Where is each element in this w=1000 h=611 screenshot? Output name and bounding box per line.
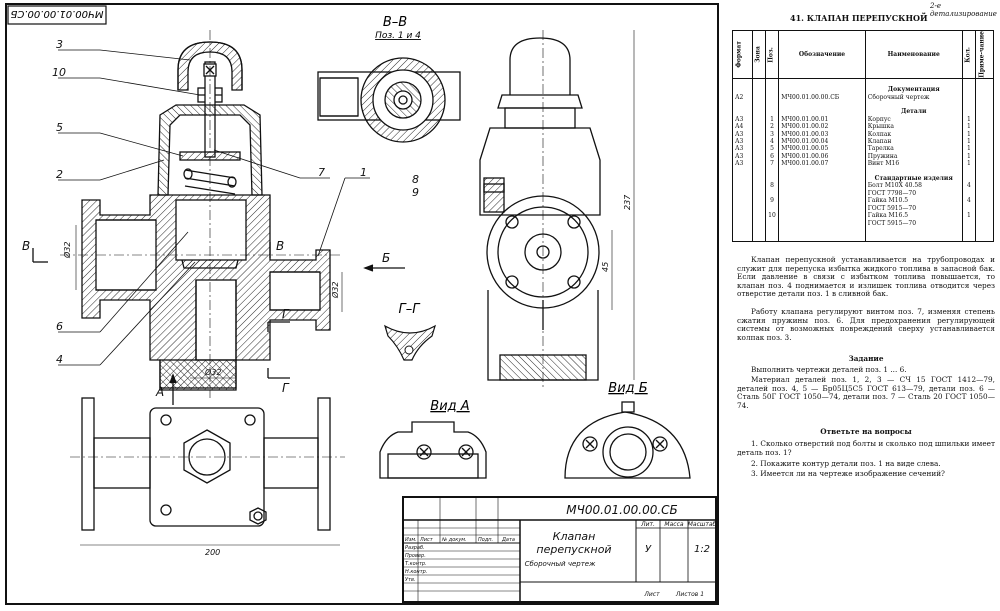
tb-row-utv: Утв. bbox=[405, 577, 416, 583]
tb-sheet: Лист bbox=[643, 591, 660, 598]
right-title: 41. КЛАПАН ПЕРЕПУСКНОЙ bbox=[790, 13, 928, 23]
section-arrows bbox=[32, 242, 405, 405]
callout-5: 5 bbox=[56, 121, 63, 134]
tb-sheets: Листов 1 bbox=[675, 591, 704, 598]
view-a-title: Вид А bbox=[430, 399, 469, 414]
tb-lit-value: У bbox=[645, 544, 652, 555]
callout-10: 10 bbox=[52, 66, 66, 79]
tb-name-line2: перепускной bbox=[536, 543, 611, 556]
section-bb-sub: Поз. 1 и 4 bbox=[375, 31, 421, 41]
arrow-a: А bbox=[155, 385, 164, 399]
spec-table: Формат Зона Поз. Обозначение Наименовани… bbox=[732, 30, 994, 243]
callout-labels: 3 10 5 2 6 4 7 1 8 9 bbox=[52, 38, 419, 366]
callouts bbox=[58, 49, 370, 366]
dimension-lines bbox=[75, 30, 635, 546]
description-p1: Клапан перепускной устанавливается на тр… bbox=[737, 255, 995, 299]
description-p2: Работу клапана регулируют винтом поз. 7,… bbox=[737, 307, 995, 342]
callout-2: 2 bbox=[56, 168, 63, 181]
tb-row-tkontr: Т.контр. bbox=[405, 561, 427, 567]
arrow-b: Б bbox=[382, 251, 390, 265]
assembly-drawing: МЧ00.01.00.00.СБ bbox=[5, 3, 719, 605]
col-zone: Зона bbox=[752, 30, 766, 79]
spec-zone-cell bbox=[751, 77, 766, 243]
right-header: 2-е детализирование bbox=[930, 2, 997, 18]
drawing-frame bbox=[5, 3, 719, 605]
spec-name-cell: Документация Сборочный чертеж Детали Кор… bbox=[864, 77, 963, 243]
callout-7: 7 bbox=[318, 166, 325, 179]
task-line1: Выполнить чертежи деталей поз. 1 ... 6. bbox=[751, 365, 907, 374]
task-line2: Материал деталей поз. 1, 2, 3 — СЧ 15 ГО… bbox=[737, 375, 995, 410]
dim-d1: Ø32 bbox=[62, 242, 72, 259]
dim-overall-h: 237 bbox=[623, 194, 632, 210]
section-gg-title: Г–Г bbox=[399, 302, 422, 317]
arrow-v-left: В bbox=[22, 239, 30, 253]
tb-row-podp: Подп. bbox=[478, 537, 493, 543]
callout-8: 8 bbox=[412, 173, 419, 186]
section-gg bbox=[383, 324, 437, 361]
dim-d2: Ø32 bbox=[330, 282, 340, 299]
question-1: 1. Сколько отверстий под болты и сколько… bbox=[737, 439, 995, 457]
tb-name-sub: Сборочный чертеж bbox=[525, 560, 596, 568]
tb-row-izm: Изм. bbox=[405, 537, 417, 543]
view-a bbox=[379, 421, 487, 479]
question-3: 3. Имеется ли на чертеже изображение сеч… bbox=[751, 469, 945, 478]
tb-scale-value: 1:2 bbox=[694, 544, 710, 555]
dim-d4: 45 bbox=[601, 262, 610, 272]
col-note: Приме-чание bbox=[975, 30, 994, 79]
tb-col-lit: Лит. bbox=[640, 521, 655, 528]
tb-col-scale: Масштаб bbox=[688, 521, 717, 528]
main-section-view bbox=[81, 41, 331, 391]
question-2: 2. Покажите контур детали поз. 1 на виде… bbox=[751, 459, 941, 468]
col-name: Наименование bbox=[864, 30, 963, 79]
task-title: Задание bbox=[848, 354, 884, 363]
arrow-v-right: В bbox=[276, 239, 284, 253]
rotated-code-text: МЧ00.01.00.00.СБ bbox=[10, 8, 103, 19]
tb-row-list: Лист bbox=[419, 537, 434, 543]
tb-designation: МЧ00.01.00.00.СБ bbox=[566, 503, 678, 517]
col-qty: Кол. bbox=[962, 30, 976, 79]
dim-overall-l: 200 bbox=[205, 548, 220, 557]
tb-name-line1: Клапан bbox=[553, 530, 596, 543]
tb-col-mass: Масса bbox=[664, 521, 683, 528]
view-b bbox=[564, 401, 691, 479]
view-b-title: Вид Б bbox=[608, 381, 647, 396]
title-block bbox=[402, 496, 717, 603]
spec-note-cell bbox=[975, 77, 994, 243]
arrow-g-top: Г bbox=[282, 307, 290, 321]
col-format: Формат bbox=[732, 30, 753, 79]
arrow-g-bottom: Г bbox=[282, 381, 290, 395]
plan-view bbox=[81, 397, 331, 531]
callout-6: 6 bbox=[56, 320, 63, 333]
col-pos: Поз. bbox=[765, 30, 779, 79]
callout-9: 9 bbox=[412, 186, 419, 199]
callout-4: 4 bbox=[56, 353, 63, 366]
section-bb-title: В–В bbox=[383, 15, 407, 30]
rotated-code-box: МЧ00.01.00.00.СБ bbox=[7, 5, 107, 25]
tb-row-prover: Провер. bbox=[405, 553, 426, 559]
callout-3: 3 bbox=[56, 38, 63, 51]
tb-row-data: Дата bbox=[501, 537, 515, 543]
tb-row-razrab: Разраб. bbox=[405, 545, 425, 551]
dim-d3: Ø32 bbox=[204, 367, 221, 377]
callout-1: 1 bbox=[360, 166, 367, 179]
section-bb bbox=[317, 57, 461, 143]
questions-title: Ответьте на вопросы bbox=[820, 427, 912, 436]
col-code: Обозначение bbox=[778, 30, 866, 79]
tb-row-nkontr: Н.контр. bbox=[405, 569, 427, 575]
side-view bbox=[479, 37, 601, 381]
tb-row-doc: № докум. bbox=[441, 537, 467, 543]
